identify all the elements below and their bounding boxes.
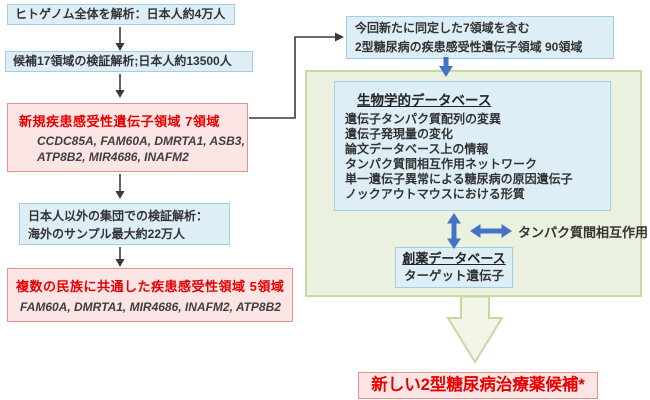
biological-database-box: 生物学的データベース 遺伝子タンパク質配列の変異 遺伝子発現量の変化 論文データ… (334, 81, 611, 211)
bio-db-item: 論文データベース上の情報 (345, 142, 489, 156)
bio-db-item: 遺伝子タンパク質配列の変異 (345, 112, 502, 126)
down-arrow-3 (115, 174, 125, 199)
drug-database-subtitle: ターゲット遺伝子 (403, 269, 504, 283)
block-arrow-down (446, 295, 504, 364)
ninety-regions-box: 今回新たに同定した7領域を含む 2型糖尿病の疾患感受性遺伝子領域 90領域 (346, 16, 614, 59)
bio-db-item: ノックアウトマウスにおける形質 (345, 187, 525, 201)
new-susceptibility-regions-box: 新規疾患感受性遺伝子領域 7領域 CCDC85A, FAM60A, DMRTA1… (7, 103, 248, 172)
step-candidate-verification-box: 候補17領域の検証解析;日本人約13500人 (5, 51, 253, 72)
down-arrow-4 (115, 247, 125, 267)
gene-list-line1: CCDC85A, FAM60A, DMRTA1, ASB3, (37, 134, 245, 148)
overseas-verification-box: 日本人以外の集団での検証解析： 海外のサンプル最大約22万人 (19, 203, 230, 245)
bio-db-item: 遺伝子発現量の変化 (345, 127, 454, 141)
shared-regions-title: 複数の民族に共通した疾患感受性領域 5領域 (16, 279, 285, 294)
gene-list-line2: ATP8B2, MIR4686, INAFM2 (37, 150, 189, 164)
protein-interaction-label: タンパク質間相互作用 (518, 225, 649, 240)
ninety-regions-line2: 2型糖尿病の疾患感受性遺伝子領域 90領域 (355, 40, 583, 54)
overseas-verification-line1: 日本人以外の集団での検証解析： (28, 209, 209, 223)
shared-gene-list: FAM60A, DMRTA1, MIR4686, INAFM2, ATP8B2 (20, 300, 281, 314)
new-drug-candidate-box: 新しい2型糖尿病治療薬候補* (358, 372, 598, 399)
bio-db-item: タンパク質間相互作用ネットワーク (345, 157, 538, 171)
bio-db-item: 単一遺伝子異常による糖尿病の原因遺伝子 (345, 172, 573, 186)
drug-database-box: 創薬データベース ターゲット遺伝子 (395, 247, 513, 288)
shared-susceptibility-regions-box: 複数の民族に共通した疾患感受性領域 5領域 FAM60A, DMRTA1, MI… (7, 268, 293, 322)
down-arrow-2 (115, 74, 125, 98)
drug-database-title: 創薬データベース (402, 251, 506, 266)
overseas-verification-line2: 海外のサンプル最大約22万人 (28, 227, 185, 241)
ninety-regions-line1: 今回新たに同定した7領域を含む (355, 21, 530, 35)
step-genome-analysis-box: ヒトゲノム全体を解析：日本人約4万人 (7, 4, 235, 25)
biological-database-title: 生物学的データベース (357, 93, 492, 108)
new-regions-title: 新規疾患感受性遺伝子領域 7領域 (19, 114, 220, 129)
down-arrow-1 (115, 27, 125, 51)
